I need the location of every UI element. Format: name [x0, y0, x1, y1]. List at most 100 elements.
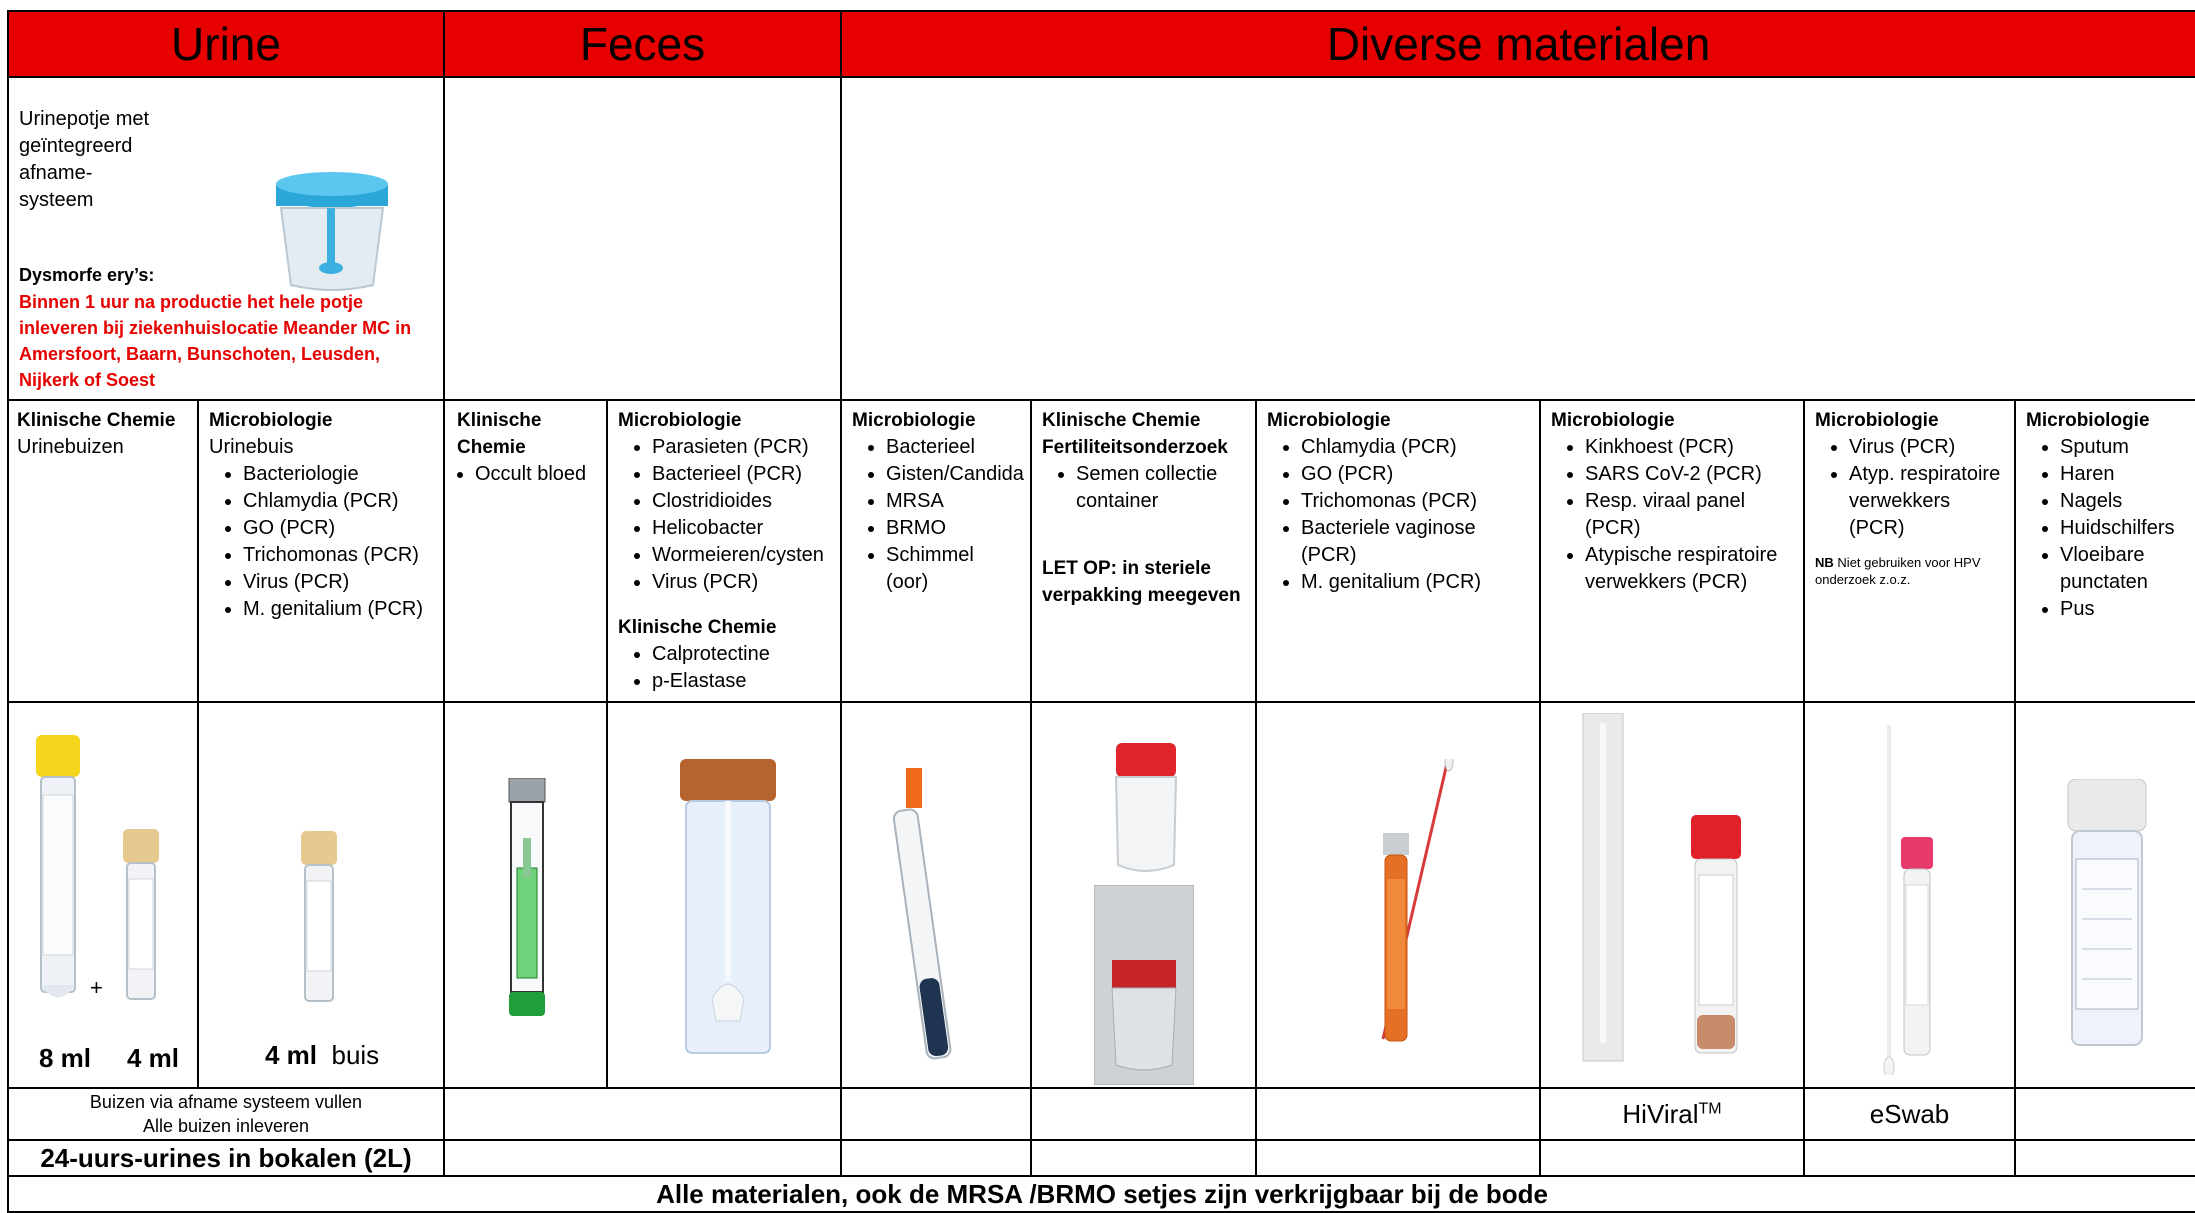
- semen-bag-image: [1094, 885, 1195, 1085]
- img-urinebuis: 4 ml buis: [197, 701, 445, 1089]
- tube-4ml-image: [123, 829, 159, 1000]
- img-occult-bloed: [443, 701, 608, 1089]
- list-item: Atyp. respiratoire verwekkers (PCR): [1849, 461, 2004, 542]
- buizen-note-cell: Buizen via afname systeem vullen Alle bu…: [7, 1087, 445, 1141]
- col-mb-diverse-5: Microbiologie Sputum Haren Nagels Huidsc…: [2014, 399, 2195, 703]
- col-mb-diverse-1: Microbiologie Bacterieel Gisten/Candida …: [840, 399, 1033, 703]
- empty-24-4: [1539, 1139, 1806, 1177]
- img-swab-orange: [840, 701, 1033, 1089]
- list-item: Virus (PCR): [652, 569, 830, 596]
- dysmorfe-text: Binnen 1 uur na productie het hele potje…: [19, 292, 412, 390]
- list-item: GO (PCR): [1301, 461, 1529, 488]
- eswab-label: eSwab: [1803, 1087, 2017, 1141]
- list-item: Gisten/Candida: [886, 461, 1024, 488]
- tube-urinebuis-image: [301, 831, 337, 1002]
- list-item: Helicobacter: [652, 515, 830, 542]
- list-item: Vloeibare punctaten: [2060, 542, 2185, 596]
- tube-8ml-image: [36, 735, 80, 998]
- list-item: BRMO: [886, 515, 1020, 542]
- diverse-empty-cell: [840, 76, 2195, 401]
- list-item: SARS CoV-2 (PCR): [1585, 461, 1793, 488]
- list-item: Haren: [2060, 461, 2185, 488]
- col-mb-urine: Microbiologie Urinebuis Bacteriologie Ch…: [197, 399, 445, 703]
- list-item: M. genitalium (PCR): [243, 596, 433, 623]
- list-item: Parasieten (PCR): [652, 434, 830, 461]
- img-eswab: [1803, 701, 2017, 1089]
- urinepot-image: [276, 172, 388, 291]
- list-item: Wormeieren/cysten: [652, 542, 830, 569]
- empty-24-5: [1803, 1139, 2017, 1177]
- empty-24-2: [1030, 1139, 1258, 1177]
- list-item: Chlamydia (PCR): [1301, 434, 1529, 461]
- col-mb-diverse-3: Microbiologie Kinkhoest (PCR) SARS CoV-2…: [1539, 399, 1806, 703]
- list-item: Nagels: [2060, 488, 2185, 515]
- header-diverse: Diverse materialen: [840, 10, 2195, 78]
- img-urinebuizen: + 8 ml 4 ml: [7, 701, 199, 1089]
- dysmorfe-title: Dysmorfe ery’s:: [19, 265, 155, 285]
- list-item: Schimmel (oor): [886, 542, 1020, 596]
- bottom-note: Alle materialen, ook de MRSA /BRMO setje…: [6, 1175, 2195, 1213]
- empty-24-feces: [442, 1139, 843, 1177]
- list-item: GO (PCR): [243, 515, 433, 542]
- list-item: Sputum: [2060, 434, 2185, 461]
- list-item: M. genitalium (PCR): [1301, 569, 1529, 596]
- label-buis: 4 ml buis: [265, 1040, 380, 1070]
- empty-24-6: [2014, 1139, 2195, 1177]
- materials-table: Urine Feces Diverse materialen Urinepotj…: [6, 10, 2195, 1213]
- list-item: Kinkhoest (PCR): [1585, 434, 1793, 461]
- sterilin-container-image: [2067, 779, 2147, 1046]
- swab-orange-image: [892, 768, 952, 1060]
- list-item: Bacterieel: [886, 434, 1020, 461]
- empty-label-3: [1255, 1087, 1542, 1141]
- empty-label-2: [1030, 1087, 1258, 1141]
- list-item: Virus (PCR): [243, 569, 433, 596]
- list-item: Calprotectine: [652, 641, 830, 668]
- swab-vaginose-image: [1381, 759, 1454, 1042]
- img-hiviral: [1539, 701, 1806, 1089]
- img-semen-container: [1030, 701, 1258, 1089]
- urinepot-label: Urinepotje met geïntegreerd afname- syst…: [19, 108, 150, 211]
- list-item: Chlamydia (PCR): [243, 488, 433, 515]
- empty-label-4: [2014, 1087, 2195, 1141]
- col-kc-feces: Klinische Chemie Occult bloed: [443, 399, 608, 703]
- empty-label-1: [840, 1087, 1033, 1141]
- empty-24-1: [840, 1139, 1033, 1177]
- list-item: Bacteriologie: [243, 461, 433, 488]
- nb-note: NB Niet gebruiken voor HPV onderzoek z.o…: [1815, 555, 1981, 587]
- hiviral-swab-image: [1582, 713, 1624, 1062]
- feces-container-image: [680, 759, 776, 1054]
- list-item: Occult bloed: [475, 461, 596, 488]
- col-mb-diverse-4: Microbiologie Virus (PCR) Atyp. respirat…: [1803, 399, 2017, 703]
- img-swab-vaginose: [1255, 701, 1542, 1089]
- list-item: Pus: [2060, 596, 2185, 623]
- feces-empty-cell: [442, 76, 843, 401]
- list-item: Huidschilfers: [2060, 515, 2185, 542]
- img-feces-container: [605, 701, 843, 1089]
- semen-container-image: [1114, 743, 1178, 872]
- list-item: MRSA: [886, 488, 1020, 515]
- hiviral-tube-image: [1691, 815, 1742, 1054]
- label-4ml: 4 ml: [127, 1043, 180, 1073]
- list-item: Bacteriele vaginose (PCR): [1301, 515, 1529, 569]
- list-item: Bacterieel (PCR): [652, 461, 830, 488]
- empty-24-3: [1255, 1139, 1542, 1177]
- list-item: Trichomonas (PCR): [243, 542, 433, 569]
- plus-sign: +: [90, 975, 103, 1000]
- list-item: Virus (PCR): [1849, 434, 2004, 461]
- label-8ml: 8 ml: [39, 1043, 92, 1073]
- empty-label-feces: [442, 1087, 843, 1141]
- list-item: Resp. viraal panel (PCR): [1585, 488, 1793, 542]
- list-item: Clostridioides: [652, 488, 830, 515]
- col-mb-diverse-2: Microbiologie Chlamydia (PCR) GO (PCR) T…: [1255, 399, 1542, 703]
- col-fertiliteit: Klinische Chemie Fertiliteitsonderzoek S…: [1030, 399, 1258, 703]
- list-item: p-Elastase: [652, 668, 830, 695]
- occult-bloed-tube-image: [508, 778, 546, 1016]
- img-sterilin: [2014, 701, 2195, 1089]
- hiviral-label: HiViralTM: [1539, 1087, 1806, 1141]
- eswab-image: [1883, 725, 1934, 1075]
- urines24-cell: 24-uurs-urines in bokalen (2L): [7, 1139, 445, 1177]
- urinepot-cell: Urinepotje met geïntegreerd afname- syst…: [7, 76, 445, 401]
- fertiliteit-note: LET OP: in steriele verpakking meegeven: [1042, 558, 1241, 606]
- header-urine: Urine: [7, 10, 445, 78]
